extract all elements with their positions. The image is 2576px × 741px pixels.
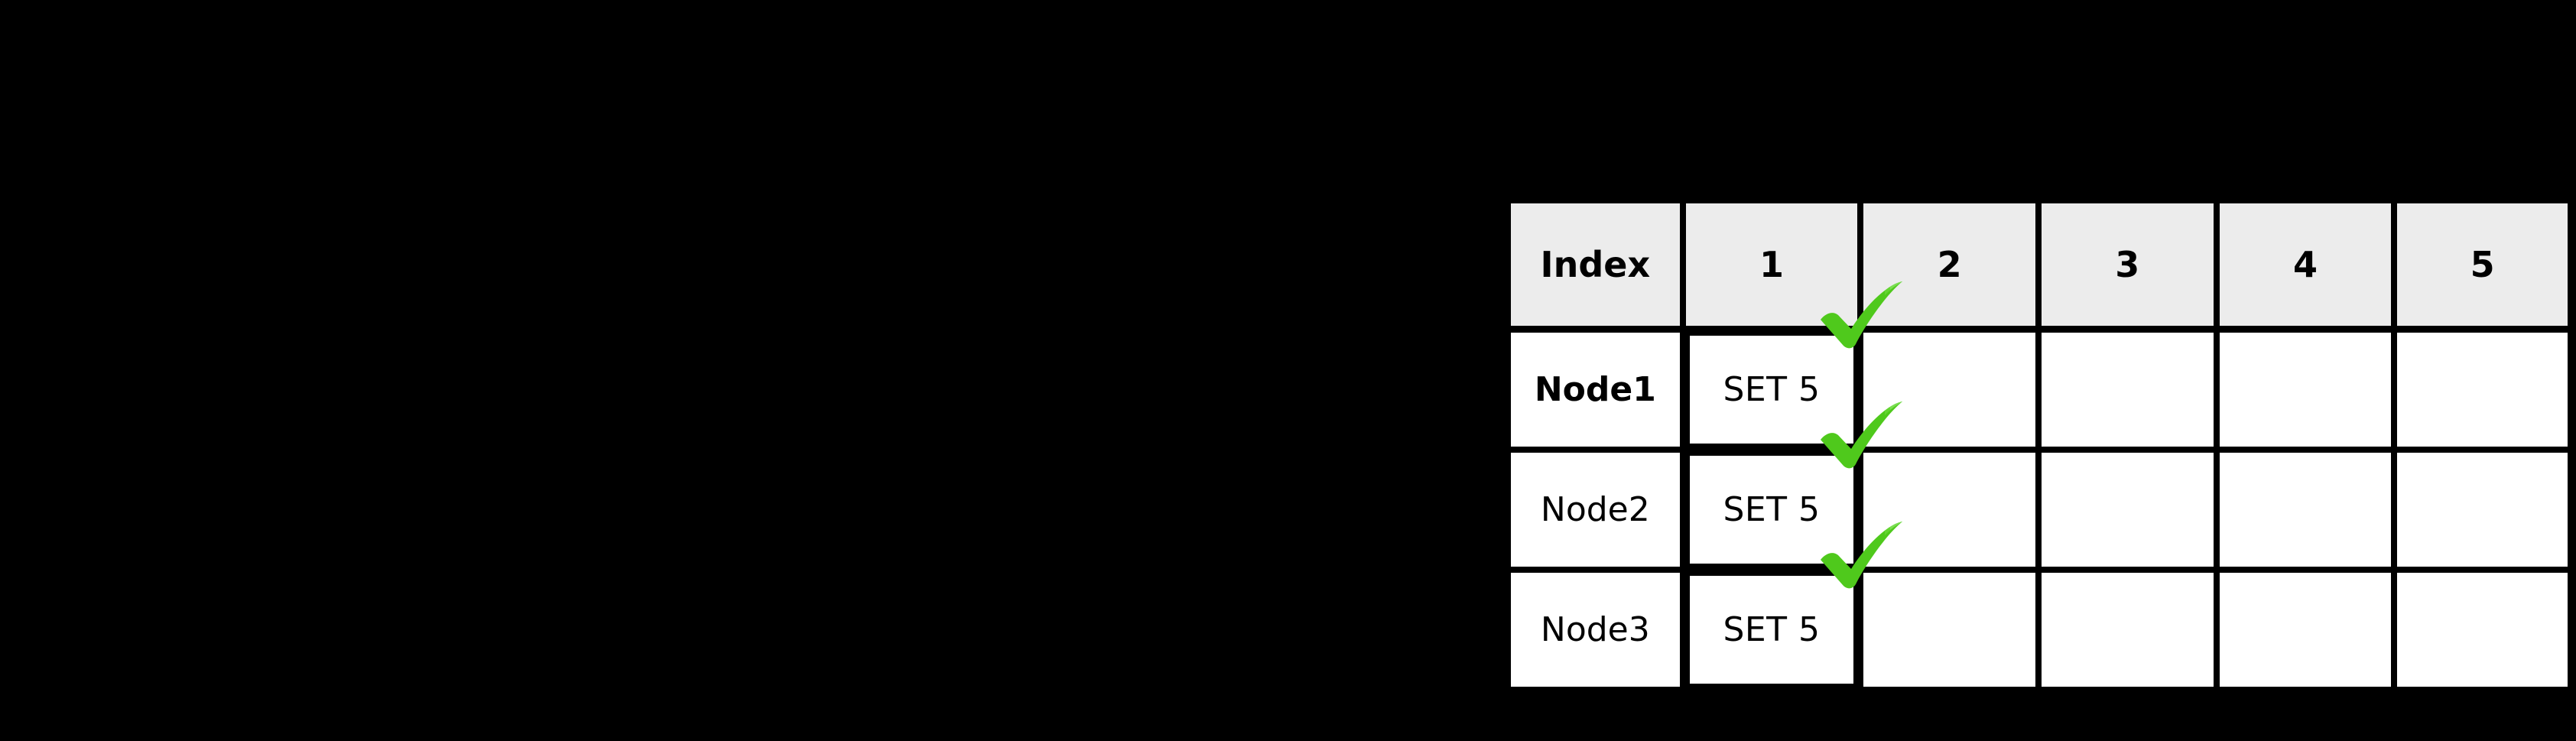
node-name-cell: Node3 — [1508, 570, 1683, 690]
log-entry-cell[interactable] — [2216, 450, 2395, 570]
log-entry-cell[interactable] — [2394, 330, 2571, 450]
column-header-5: 5 — [2394, 200, 2571, 330]
log-entry-cell[interactable] — [2394, 450, 2571, 570]
column-header-3: 3 — [2038, 200, 2217, 330]
log-entry-cell[interactable]: SET 5 — [1682, 450, 1861, 570]
log-entry-cell[interactable] — [1860, 450, 2038, 570]
log-entry-cell[interactable] — [2394, 570, 2571, 690]
log-entry-cell[interactable] — [2038, 450, 2217, 570]
replicated-log-table: Index 1 2 3 4 5 Node1 SET 5 — [1508, 200, 2571, 690]
table-body: Node1 SET 5 Node2 SET 5 Node3 — [1508, 330, 2571, 690]
column-header-4: 4 — [2216, 200, 2395, 330]
log-entry-cell[interactable] — [2038, 330, 2217, 450]
column-header-1: 1 — [1682, 200, 1861, 330]
table-row: Node3 SET 5 — [1508, 570, 2571, 690]
column-header-2: 2 — [1860, 200, 2038, 330]
node-name-cell: Node1 — [1508, 330, 1683, 450]
log-entry-cell[interactable]: SET 5 — [1682, 330, 1861, 450]
log-entry-cell[interactable] — [2038, 570, 2217, 690]
log-entry-cell[interactable] — [2216, 330, 2395, 450]
table-row: Node1 SET 5 — [1508, 330, 2571, 450]
log-entry-cell[interactable] — [2216, 570, 2395, 690]
log-entry-cell[interactable] — [1860, 570, 2038, 690]
log-entry-cell[interactable] — [1860, 330, 2038, 450]
table-header-row: Index 1 2 3 4 5 — [1508, 200, 2571, 330]
table-row: Node2 SET 5 — [1508, 450, 2571, 570]
column-header-index: Index — [1508, 200, 1683, 330]
node-name-cell: Node2 — [1508, 450, 1683, 570]
table-header: Index 1 2 3 4 5 — [1508, 200, 2571, 330]
replicated-log-table-container: Index 1 2 3 4 5 Node1 SET 5 — [1508, 200, 2571, 690]
log-entry-cell[interactable]: SET 5 — [1682, 570, 1861, 690]
